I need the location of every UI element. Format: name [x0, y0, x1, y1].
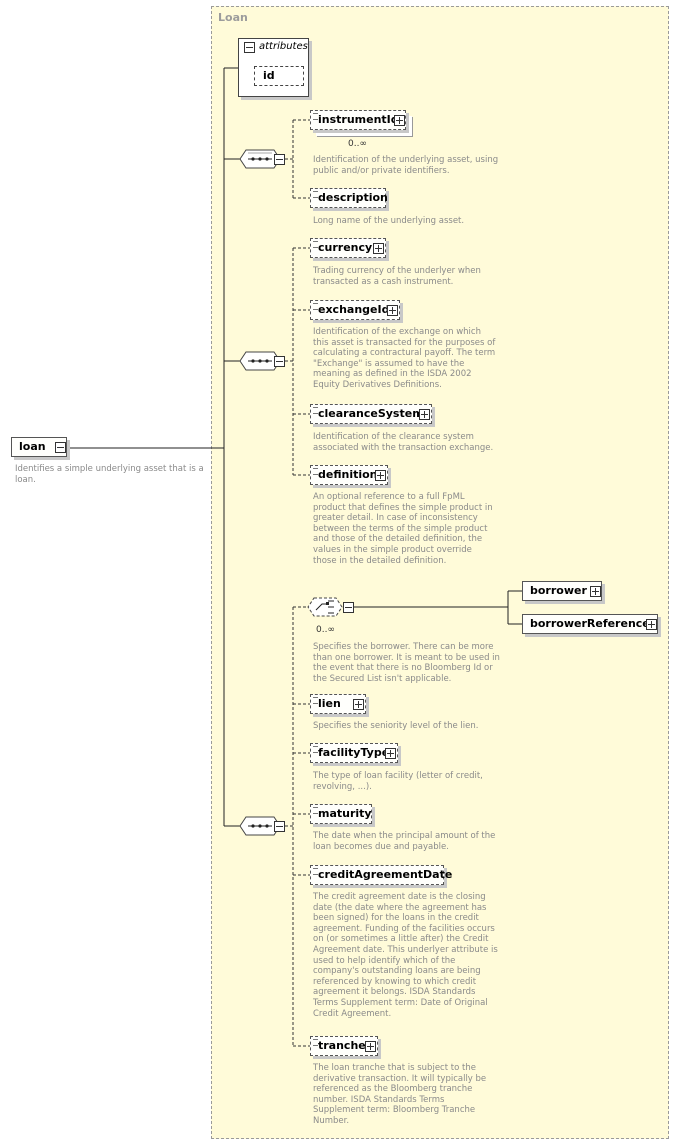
- element-exchangeId[interactable]: exchangeId: [310, 300, 400, 320]
- element-label: clearanceSystem: [318, 407, 424, 420]
- sequence-compositor-1: [239, 149, 281, 169]
- element-definition[interactable]: definition: [310, 465, 388, 485]
- element-content-icon: [313, 868, 318, 875]
- element-label: currency: [318, 241, 373, 254]
- expand-clearanceSystem-icon[interactable]: [419, 409, 430, 420]
- element-clearanceSystem[interactable]: clearanceSystem: [310, 404, 432, 424]
- expand-borrower-icon[interactable]: [590, 586, 601, 597]
- root-element-label: loan: [19, 440, 46, 453]
- element-label: definition: [318, 468, 378, 481]
- element-borrower[interactable]: borrower: [522, 581, 602, 601]
- element-currency[interactable]: currency: [310, 238, 386, 258]
- element-label: borrower: [530, 584, 587, 597]
- element-label: tranche: [318, 1039, 366, 1052]
- collapse-sequence-1-icon[interactable]: [274, 154, 285, 165]
- root-element-loan[interactable]: loan: [11, 437, 67, 457]
- element-maturity[interactable]: maturity: [310, 804, 372, 824]
- element-content-icon: [313, 241, 318, 248]
- attribute-id[interactable]: id: [254, 66, 304, 86]
- element-content-icon: [313, 1039, 318, 1046]
- instrumentId-description: Identification of the underlying asset, …: [313, 155, 499, 176]
- expand-exchangeId-icon[interactable]: [387, 305, 398, 316]
- definition-description: An optional reference to a full FpML pro…: [313, 492, 493, 566]
- element-tranche[interactable]: tranche: [310, 1036, 378, 1056]
- element-borrowerReference[interactable]: borrowerReference: [522, 614, 658, 634]
- attributes-title: attributes: [259, 41, 308, 52]
- element-content-icon: [313, 407, 318, 414]
- element-label: facilityType: [318, 746, 390, 759]
- expand-instrumentId-icon[interactable]: [394, 115, 405, 126]
- expand-tranche-icon[interactable]: [365, 1041, 376, 1052]
- expand-facilityType-icon[interactable]: [385, 748, 396, 759]
- element-creditAgreementDate[interactable]: creditAgreementDate: [310, 865, 452, 885]
- currency-description: Trading currency of the underlyer when t…: [313, 266, 481, 287]
- element-description[interactable]: description: [310, 188, 388, 208]
- expand-lien-icon[interactable]: [353, 699, 364, 710]
- element-label: description: [318, 191, 388, 204]
- element-content-icon: [313, 303, 318, 310]
- element-content-icon: [313, 191, 318, 198]
- creditAgreementDate-description: The credit agreement date is the closing…: [313, 892, 498, 1019]
- collapse-attributes-icon[interactable]: [244, 42, 255, 53]
- expand-currency-icon[interactable]: [373, 243, 384, 254]
- element-instrumentId[interactable]: instrumentId: [310, 110, 406, 130]
- element-label: creditAgreementDate: [318, 868, 453, 881]
- sequence-compositor-3: [239, 816, 281, 836]
- lien-description: Specifies the seniority level of the lie…: [313, 721, 479, 731]
- maturity-description: The date when the principal amount of th…: [313, 831, 496, 852]
- loan-type-container: [211, 6, 669, 1139]
- collapse-root-icon[interactable]: [55, 442, 66, 453]
- collapse-sequence-2-icon[interactable]: [274, 356, 285, 367]
- element-label: borrowerReference: [530, 617, 650, 630]
- type-title: Loan: [218, 11, 248, 24]
- root-description: Identifies a simple underlying asset tha…: [15, 464, 204, 485]
- sequence-compositor-2: [239, 351, 281, 371]
- element-label: maturity: [318, 807, 372, 820]
- facilityType-description: The type of loan facility (letter of cre…: [313, 771, 483, 792]
- borrower-choice-description: Specifies the borrower. There can be mor…: [313, 642, 500, 684]
- description-description: Long name of the underlying asset.: [313, 216, 465, 226]
- collapse-sequence-3-icon[interactable]: [274, 821, 285, 832]
- element-content-icon: [313, 697, 318, 704]
- element-facilityType[interactable]: facilityType: [310, 743, 398, 763]
- element-content-icon: [313, 468, 318, 475]
- collapse-choice-icon[interactable]: [343, 602, 354, 613]
- element-label: lien: [318, 697, 341, 710]
- choice-compositor: [307, 597, 343, 617]
- element-label: exchangeId: [318, 303, 390, 316]
- clearanceSystem-description: Identification of the clearance system a…: [313, 432, 494, 453]
- element-lien[interactable]: lien: [310, 694, 366, 714]
- tranche-description: The loan tranche that is subject to the …: [313, 1063, 487, 1126]
- expand-definition-icon[interactable]: [375, 470, 386, 481]
- expand-borrowerReference-icon[interactable]: [646, 619, 657, 630]
- element-content-icon: [313, 113, 318, 120]
- element-label: instrumentId: [318, 113, 399, 126]
- element-content-icon: [313, 807, 318, 814]
- borrower-choice-cardinality: 0..∞: [316, 625, 335, 635]
- instrumentId-cardinality: 0..∞: [348, 139, 367, 149]
- element-content-icon: [313, 746, 318, 753]
- exchangeId-description: Identification of the exchange on which …: [313, 327, 496, 390]
